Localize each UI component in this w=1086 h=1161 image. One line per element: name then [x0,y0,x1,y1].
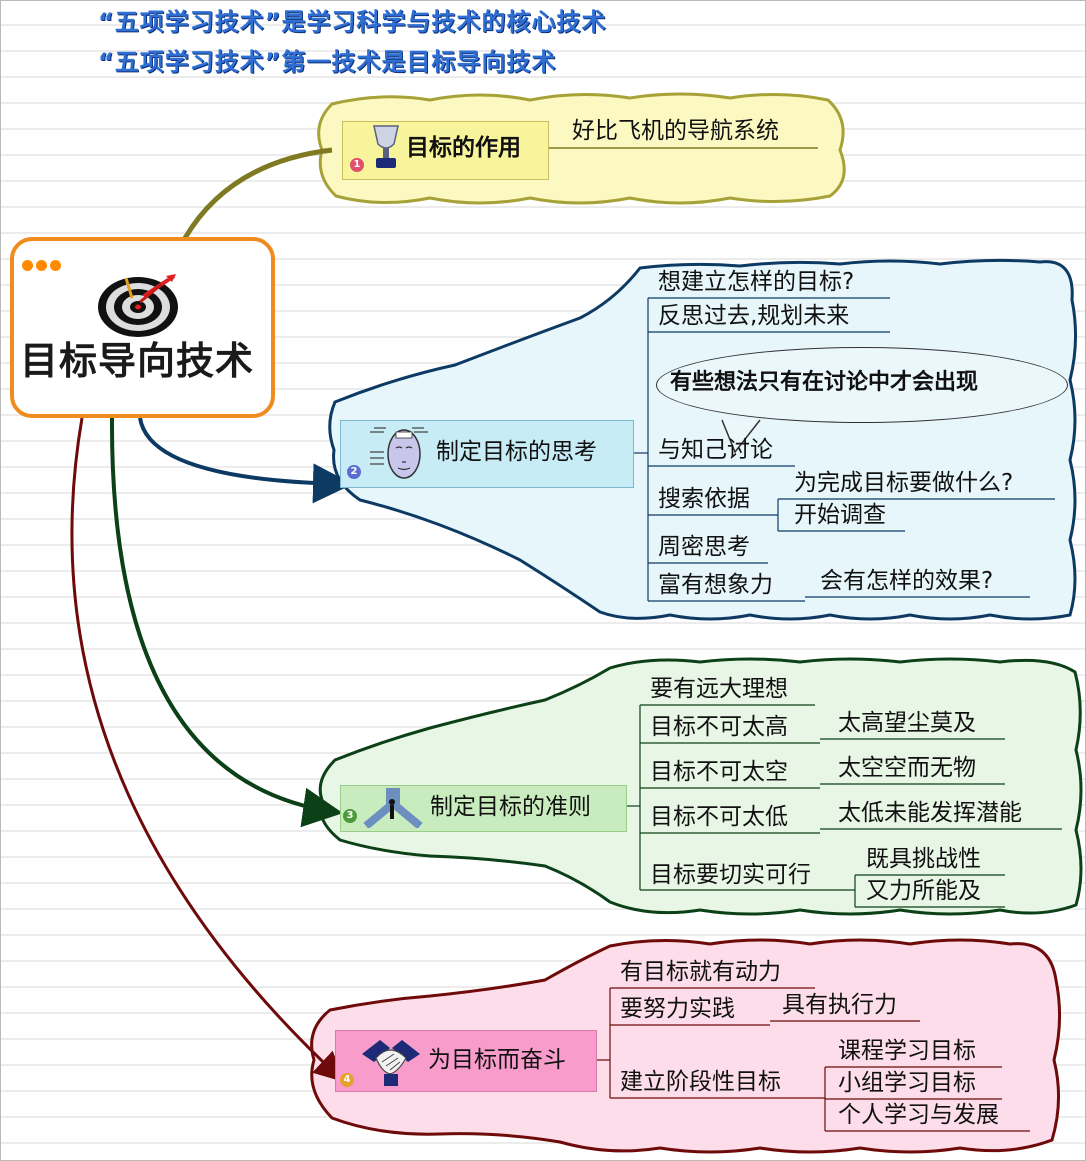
header-line-1: “五项学习技术”是学习科学与技术的核心技术 [98,8,607,36]
leaf-text[interactable]: 富有想象力 [658,572,773,598]
priority-badge-4: 4 [340,1073,354,1087]
connector-2 [138,417,353,504]
priority-badge-2: 2 [347,465,361,479]
cloud-boundary-3 [318,657,1083,916]
connector-3 [109,417,343,828]
priority-badge-3: 3 [343,809,357,823]
branch-4-title: 为目标而奋斗 [428,1047,566,1073]
leaf-text[interactable]: 好比飞机的导航系统 [572,118,779,144]
leaf-text[interactable]: 目标不可太空 [650,759,788,785]
leaf-text[interactable]: 建立阶段性目标 [620,1069,781,1095]
connector-1 [182,147,333,240]
leaf-text[interactable]: 反思过去,规划未来 [658,303,850,329]
callout-bubble [656,347,1068,423]
branch-1-title: 目标的作用 [406,135,521,161]
leaf-text[interactable]: 与知己讨论 [658,437,773,463]
priority-badge-1: 1 [350,158,364,172]
leaf-text[interactable]: 要有远大理想 [650,676,788,702]
leaf-text[interactable]: 目标不可太高 [650,714,788,740]
callout-text: 有些想法只有在讨论中才会出现 [670,370,979,395]
branch-2-title: 制定目标的思考 [436,439,597,465]
crossroads-icon [363,788,423,828]
leaf-text[interactable]: 太空空而无物 [838,755,976,781]
leaf-text[interactable]: 又力所能及 [866,878,981,904]
leaf-text[interactable]: 个人学习与发展 [838,1102,999,1128]
leaf-text[interactable]: 搜索依据 [658,486,750,512]
leaf-text[interactable]: 有目标就有动力 [620,959,781,985]
more-options-icon[interactable] [22,256,64,275]
leaf-text[interactable]: 想建立怎样的目标? [658,269,855,295]
leaf-text[interactable]: 课程学习目标 [838,1038,976,1064]
leaf-text[interactable]: 小组学习目标 [838,1070,976,1096]
leaf-text[interactable]: 周密思考 [658,534,750,560]
handshake-icon [362,1040,420,1086]
branch-3-title: 制定目标的准则 [430,794,591,820]
leaf-text[interactable]: 具有执行力 [782,992,897,1018]
connector-4 [70,417,345,1083]
header-line-2: “五项学习技术”第一技术是目标导向技术 [98,48,557,76]
leaf-text[interactable]: 要努力实践 [620,996,735,1022]
leaf-text[interactable]: 太低未能发挥潜能 [838,800,1022,826]
leaf-text[interactable]: 目标不可太低 [650,804,788,830]
trophy-icon [373,125,399,168]
dartboard-icon [98,274,178,337]
leaf-text[interactable]: 既具挑战性 [866,846,981,872]
leaf-text[interactable]: 为完成目标要做什么? [794,470,1014,496]
central-topic-title: 目标导向技术 [20,339,255,383]
thinking-head-icon [370,427,428,479]
leaf-text[interactable]: 开始调查 [794,502,886,528]
leaf-text[interactable]: 太高望尘莫及 [838,710,976,736]
leaf-text[interactable]: 目标要切实可行 [650,862,811,888]
leaf-text[interactable]: 会有怎样的效果? [820,568,994,594]
